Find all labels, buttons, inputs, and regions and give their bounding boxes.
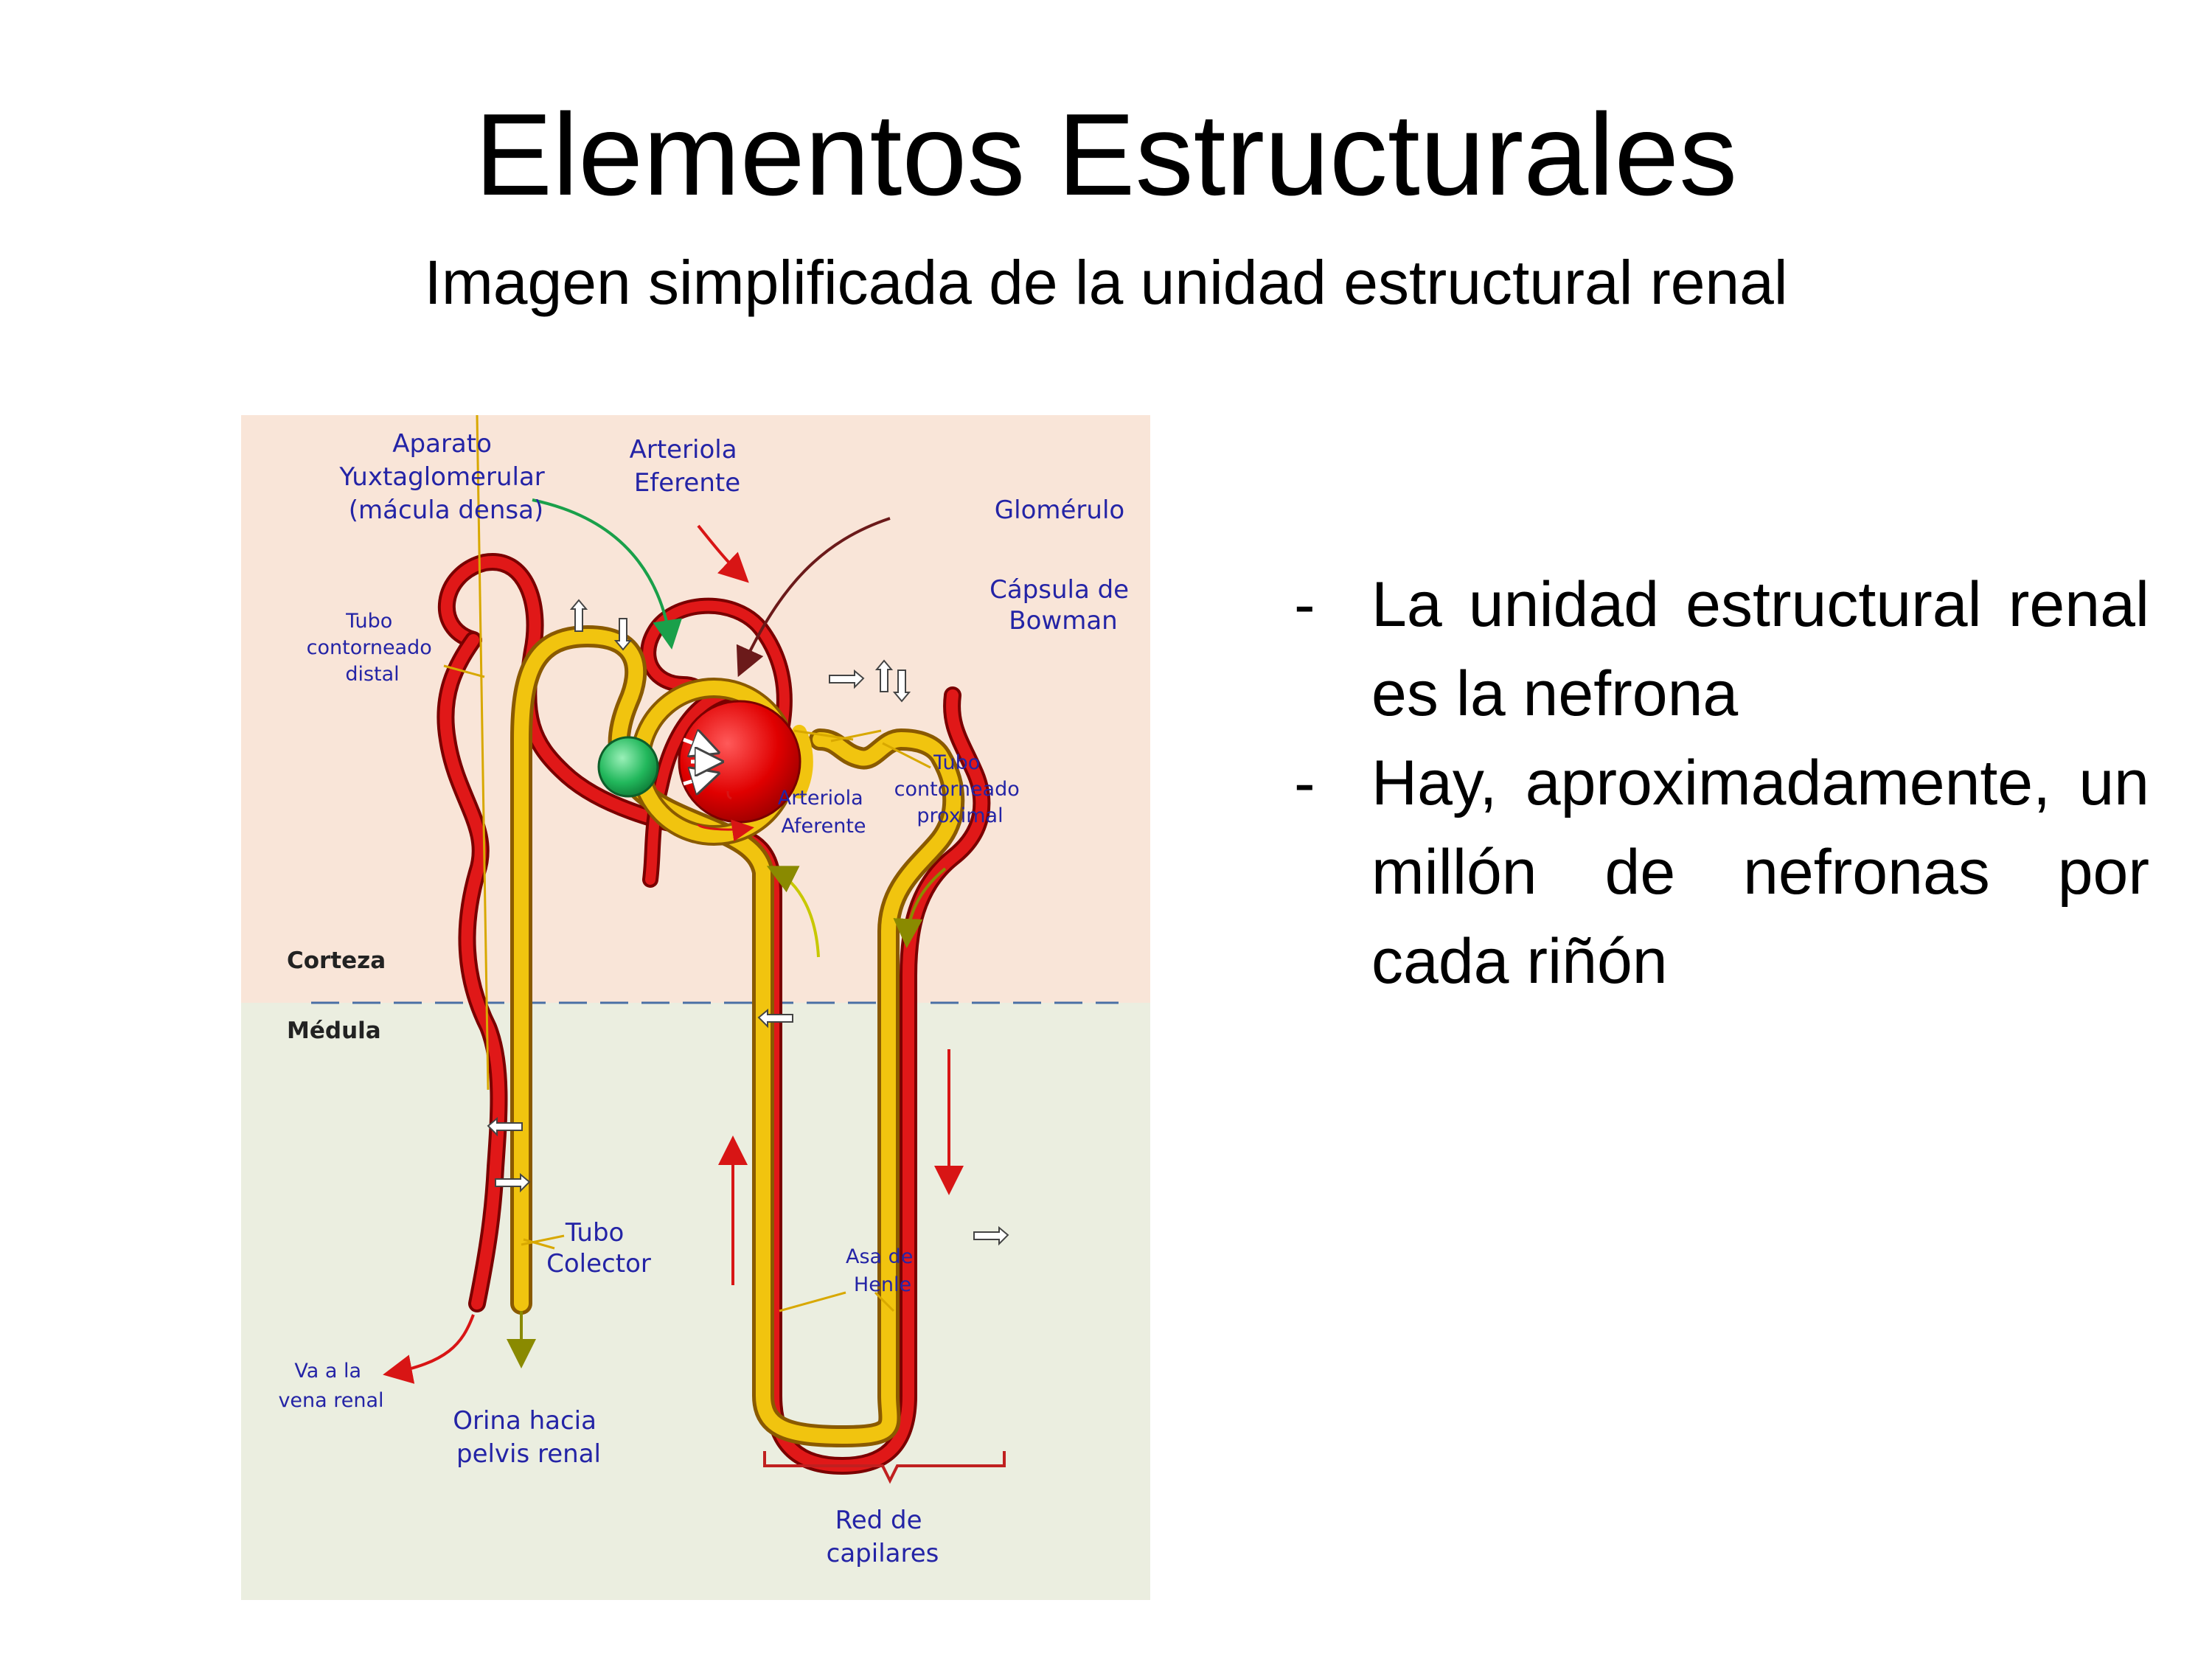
label-orina-pelvis: Orina hacia pelvis renal [453, 1406, 605, 1469]
label-va-vena-renal: Va a la vena renal [278, 1360, 383, 1412]
slide-subtitle: Imagen simplificada de la unidad estruct… [424, 248, 1788, 317]
label-aparato-yuxtaglomerular: Aparato Yuxtaglomerular (mácula densa) [338, 429, 552, 525]
nephron-diagram: Aparato Yuxtaglomerular (mácula densa) A… [241, 415, 1150, 1600]
bullet-text: La unidad estructural renal es la nefron… [1371, 569, 2149, 729]
label-arteriola-eferente: Arteriola Eferente [630, 435, 745, 498]
bullet-list: - La unidad estructural renal es la nefr… [1294, 560, 2149, 1006]
label-medula: Médula [287, 1018, 381, 1044]
bullet-dash: - [1294, 748, 1315, 818]
bullet-item: - Hay, aproximadamente, un millón de nef… [1294, 739, 2149, 1006]
label-capsula-bowman: Cápsula de Bowman [990, 575, 1137, 636]
label-tubo-distal: Tubo contorneado distal [307, 610, 439, 686]
label-corteza: Corteza [287, 947, 386, 974]
exchange-arrows [487, 599, 1009, 1246]
label-tubo-colector: Tubo Colector [546, 1218, 651, 1279]
label-red-capilares: Red de capilares [827, 1506, 939, 1568]
label-asa-henle: Asa de Henle [846, 1245, 919, 1296]
slide-title: Elementos Estructurales [474, 90, 1738, 220]
medulla-zone [241, 1003, 1150, 1600]
label-glomerulo: Glomérulo [995, 495, 1124, 525]
label-tubo-proximal: Tubo contorneado proximal [894, 751, 1026, 827]
capillary-bracket [763, 1451, 1006, 1484]
bullet-text: Hay, aproximadamente, un millón de nefro… [1371, 748, 2149, 997]
bullet-item: - La unidad estructural renal es la nefr… [1294, 560, 2149, 739]
label-arteriola-aferente: Arteriola Aferente [778, 787, 870, 838]
macula-densa [597, 736, 659, 798]
bullet-dash: - [1294, 569, 1315, 640]
